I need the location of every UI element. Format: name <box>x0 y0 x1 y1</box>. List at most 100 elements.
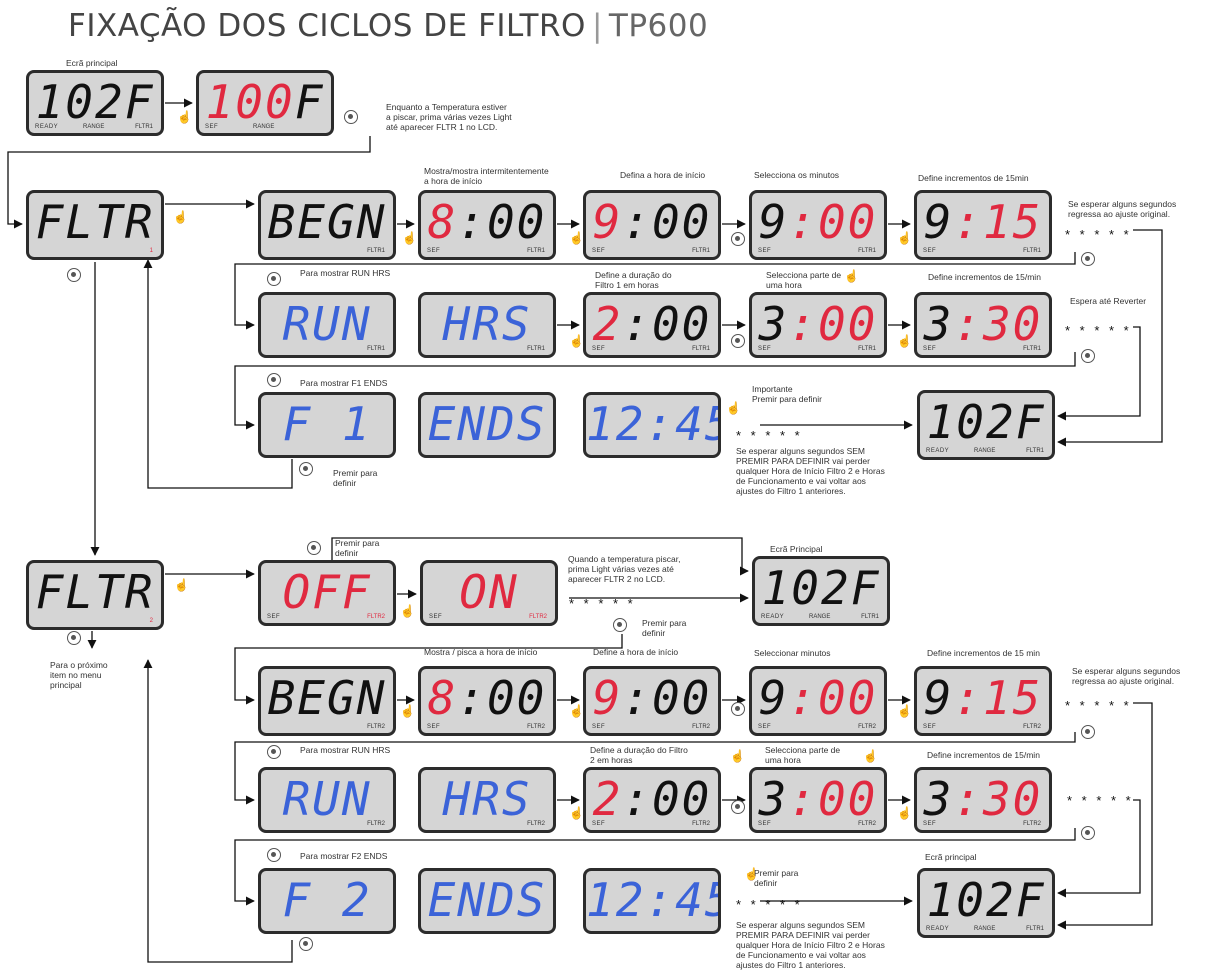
lcd-status-sef: SEF <box>758 346 772 352</box>
step-caption: Espera até Reverter <box>1070 296 1147 306</box>
page-title: FIXAÇÃO DOS CICLOS DE FILTRO|TP600 <box>68 8 708 44</box>
lcd-status-sef: SEF <box>923 724 937 730</box>
lcd-status-fltr1: FLTR1 <box>527 248 545 254</box>
hand-tap-icon: ☝ <box>744 867 759 881</box>
light-button-icon <box>267 745 281 759</box>
step-caption: Para mostrar RUN HRS <box>300 745 391 755</box>
step-caption: Para mostrar RUN HRS <box>300 268 391 278</box>
hand-tap-icon: ☝ <box>569 704 584 718</box>
hand-tap-icon: ☝ <box>402 231 417 245</box>
lcd-display: ENDS <box>418 868 556 934</box>
flow-arrow <box>1057 702 1153 930</box>
hand-tap-icon: ☝ <box>569 806 584 820</box>
light-button-icon <box>267 373 281 387</box>
hand-tap-icon: ☝ <box>730 749 745 763</box>
lcd-display: F 1 <box>258 392 396 458</box>
lcd-status-sef: SEF <box>267 614 281 620</box>
timeout-stars: * * * * * <box>1067 793 1134 808</box>
lcd-status-ready: READY <box>761 614 785 620</box>
lcd-readout: HRS <box>442 772 532 826</box>
step-caption: Define a hora de início <box>593 647 679 657</box>
lcd-status-fltr1: FLTR1 <box>861 614 879 620</box>
step-caption: Ecrã Principal <box>770 544 823 554</box>
light-button-icon <box>67 631 81 645</box>
timeout-stars: * * * * * <box>1065 323 1132 338</box>
lcd-status-sef: SEF <box>923 346 937 352</box>
hand-tap-icon: ☝ <box>897 704 912 718</box>
light-button-icon <box>267 272 281 286</box>
lcd-readout: FLTR <box>35 195 155 249</box>
step-caption: Define incrementos de 15 min <box>927 648 1040 658</box>
lcd-status-range: RANGE <box>83 124 105 130</box>
lcd-readout: 3:00 <box>758 297 878 351</box>
lcd-status-fltr2: FLTR2 <box>367 614 385 620</box>
lcd-readout: 9:00 <box>758 671 878 725</box>
hand-tap-icon: ☝ <box>726 401 741 415</box>
lcd-status-fltr2: FLTR2 <box>858 724 876 730</box>
hand-tap-icon: ☝ <box>897 231 912 245</box>
hand-tap-icon: ☝ <box>177 110 192 124</box>
hand-tap-icon: ☝ <box>173 210 188 224</box>
lcd-readout: 9:00 <box>758 195 878 249</box>
lcd-readout: 100F <box>205 75 325 129</box>
lcd-status-fltr2: FLTR2 <box>529 614 547 620</box>
lcd-display: 12:45 <box>583 868 721 934</box>
lcd-readout: OFF <box>282 565 372 619</box>
hand-tap-icon: ☝ <box>569 334 584 348</box>
lcd-readout: 3:30 <box>923 297 1043 351</box>
lcd-status-sef: SEF <box>923 821 937 827</box>
light-button-icon <box>1081 725 1095 739</box>
lcd-status-sef: SEF <box>427 724 441 730</box>
lcd-display: F 2 <box>258 868 396 934</box>
lcd-status-fltr1: FLTR1 <box>527 346 545 352</box>
lcd-status-ready: READY <box>926 448 950 454</box>
lcd-readout: 102F <box>761 561 881 615</box>
lcd-status-sef: SEF <box>923 248 937 254</box>
lcd-readout: ENDS <box>427 397 547 451</box>
lcd-status-sef: SEF <box>592 724 606 730</box>
hand-tap-icon: ☝ <box>897 806 912 820</box>
lcd-status-fltr2: FLTR2 <box>367 821 385 827</box>
lcd-status-range: RANGE <box>809 614 831 620</box>
lcd-readout: 12:45 <box>586 873 718 927</box>
lcd-readout: 3:30 <box>923 772 1043 826</box>
hand-tap-icon: ☝ <box>897 334 912 348</box>
lcd-status-fltr1: FLTR1 <box>858 248 876 254</box>
light-button-icon <box>67 268 81 282</box>
lcd-status-range: RANGE <box>974 448 996 454</box>
lcd-readout: 9:00 <box>592 671 712 725</box>
lcd-status-sef: SEF <box>429 614 443 620</box>
lcd-status-fltr2: FLTR2 <box>692 821 710 827</box>
step-caption: Define incrementos de 15/min <box>928 272 1041 282</box>
step-caption: Ecrã principal <box>66 58 118 68</box>
lcd-status-fltr1: FLTR1 <box>135 124 153 130</box>
timeout-stars: * * * * * <box>736 428 803 443</box>
lcd-status-sef: SEF <box>592 346 606 352</box>
hand-tap-icon: ☝ <box>569 231 584 245</box>
step-caption: Quando a temperatura piscar,prima Light … <box>568 554 681 584</box>
lcd-status-sef: SEF <box>427 248 441 254</box>
